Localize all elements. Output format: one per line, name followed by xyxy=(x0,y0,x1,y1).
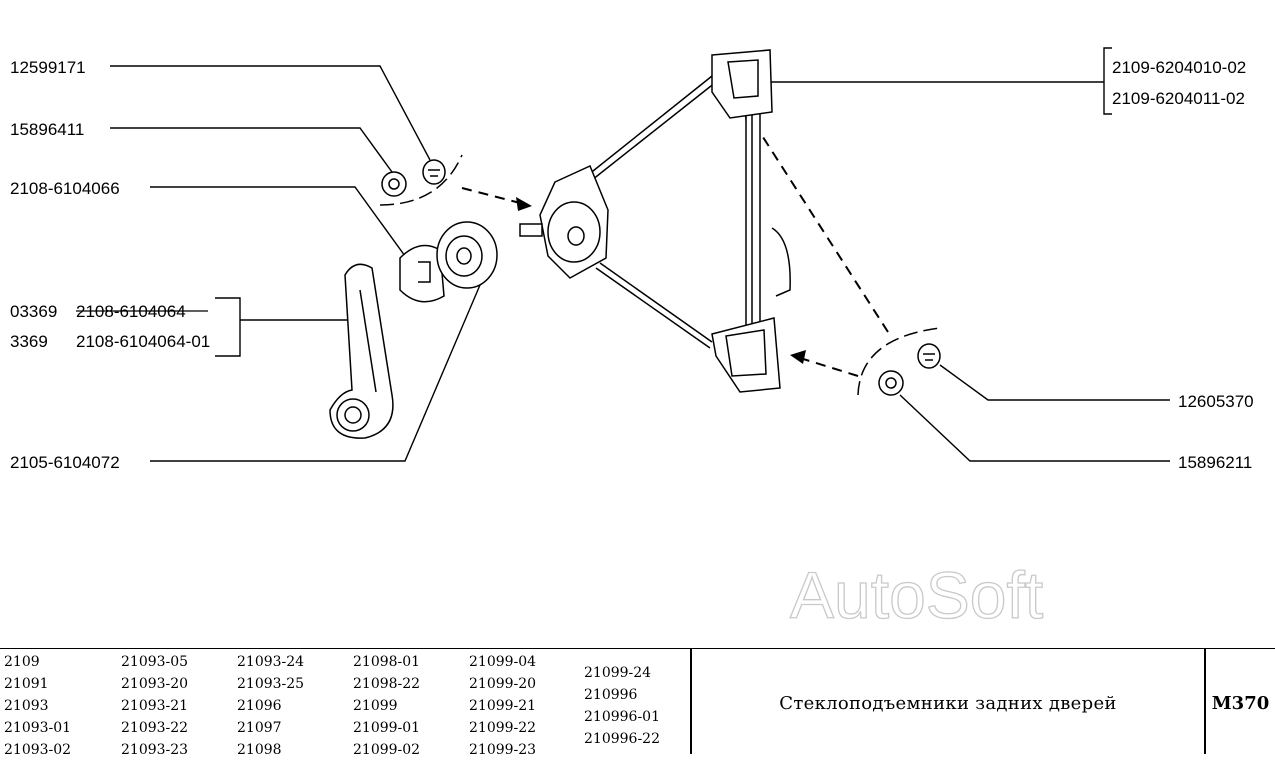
model-column-6: 21099-24 210996 210996-01 210996-22 xyxy=(584,662,660,750)
model-item: 21098-22 xyxy=(353,676,421,692)
model-column-1: 2109 21091 21093 21093-01 21093-02 xyxy=(4,651,71,761)
label-15896211: 15896211 xyxy=(1178,453,1252,472)
assembly-arrow-right-low xyxy=(799,357,859,377)
leader-15896211 xyxy=(899,394,1170,462)
footer-divider xyxy=(690,649,692,754)
leader-2108-6104066 xyxy=(150,186,406,257)
model-item: 210996 xyxy=(584,687,638,703)
label-2109-6204011-02: 2109-6204011-02 xyxy=(1112,89,1245,108)
model-item: 21093-01 xyxy=(4,720,72,736)
nut-15896411-icon xyxy=(381,171,407,197)
leader-2105-6104072 xyxy=(150,284,481,462)
bracket-handle xyxy=(215,297,350,357)
leader-15896411 xyxy=(110,127,393,173)
leader-12599171 xyxy=(110,65,431,161)
sheet-code: M370 xyxy=(1211,693,1270,714)
label-12605370: 12605370 xyxy=(1178,392,1254,411)
footer-table: 2109 21091 21093 21093-01 21093-02 21093… xyxy=(0,648,1275,758)
label-03369: 03369 xyxy=(10,302,57,321)
model-item: 21099-04 xyxy=(469,654,537,670)
model-item: 21093-05 xyxy=(121,654,189,670)
model-item: 21093-22 xyxy=(121,720,189,736)
model-item: 21093-25 xyxy=(237,676,305,692)
label-2108-6104064-01: 2108-6104064-01 xyxy=(76,332,210,351)
assembly-arrow-left xyxy=(461,187,521,204)
model-item: 21098-01 xyxy=(353,654,421,670)
label-2108-6104066: 2108-6104066 xyxy=(10,179,120,198)
label-12599171: 12599171 xyxy=(10,58,86,77)
window-crank-handle-icon xyxy=(329,263,394,439)
bracket-regulator xyxy=(770,47,1112,115)
model-item: 21091 xyxy=(4,676,49,692)
washer-12605370-icon xyxy=(917,343,941,369)
model-item: 21099-22 xyxy=(469,720,537,736)
model-item: 21099-21 xyxy=(469,698,537,714)
model-item: 210996-22 xyxy=(584,731,660,747)
model-item: 21099-01 xyxy=(353,720,421,736)
clip-2108-6104066-icon xyxy=(399,244,445,303)
leader-12605370 xyxy=(939,364,1170,401)
model-item: 21096 xyxy=(237,698,282,714)
label-2105-6104072: 2105-6104072 xyxy=(10,453,120,472)
model-column-5: 21099-04 21099-20 21099-21 21099-22 2109… xyxy=(469,651,536,761)
model-item: 21099-20 xyxy=(469,676,537,692)
model-column-2: 21093-05 21093-20 21093-21 21093-22 2109… xyxy=(121,651,188,761)
label-2109-6204010-02: 2109-6204010-02 xyxy=(1112,58,1246,77)
model-item: 21093-02 xyxy=(4,742,72,758)
model-item: 21093-21 xyxy=(121,698,189,714)
parts-diagram: 12599171 15896411 2108-6104066 03369 210… xyxy=(10,47,1254,633)
washer-12599171-icon xyxy=(422,159,446,185)
model-column-3: 21093-24 21093-25 21096 21097 21098 xyxy=(237,651,304,761)
label-3369: 3369 xyxy=(10,332,48,351)
model-item: 21093-20 xyxy=(121,676,189,692)
nut-15896211-icon xyxy=(878,370,904,396)
model-item: 21099-23 xyxy=(469,742,537,758)
model-item: 21093 xyxy=(4,698,49,714)
label-15896411: 15896411 xyxy=(10,120,84,139)
model-item: 21099 xyxy=(353,698,398,714)
model-item: 2109 xyxy=(4,654,40,670)
window-regulator-icon xyxy=(519,49,791,393)
model-item: 21093-23 xyxy=(121,742,189,758)
assembly-arrow-right-up xyxy=(751,119,889,333)
footer-divider xyxy=(1204,649,1206,754)
model-item: 21093-24 xyxy=(237,654,305,670)
model-item: 21098 xyxy=(237,742,282,758)
rosette-icon xyxy=(436,221,498,289)
watermark: AutoSoft xyxy=(790,558,1043,632)
model-item: 21099-24 xyxy=(584,665,652,681)
model-item: 21099-02 xyxy=(353,742,421,758)
model-item: 210996-01 xyxy=(584,709,660,725)
model-item: 21097 xyxy=(237,720,282,736)
model-column-4: 21098-01 21098-22 21099 21099-01 21099-0… xyxy=(353,651,420,761)
page-title: Стеклоподъемники задних дверей xyxy=(779,693,1117,714)
